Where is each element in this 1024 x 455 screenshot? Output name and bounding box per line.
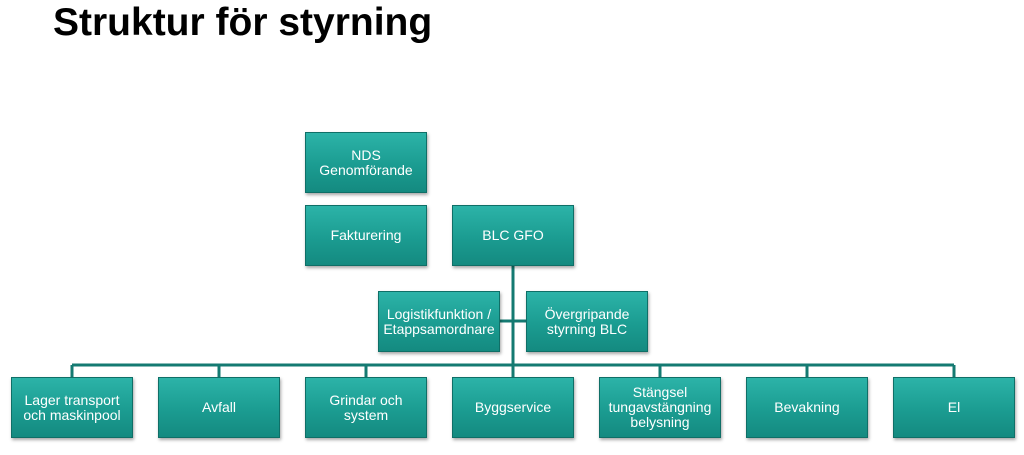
node-label: Övergripande styrning BLC [544,305,630,337]
node-fakturering: Fakturering [305,205,427,266]
node-logistikfunktion: Logistikfunktion / Etappsamordnare [378,291,500,352]
node-blc-gfo: BLC GFO [452,205,574,266]
node-byggservice: Byggservice [452,377,574,438]
node-label: Fakturering [330,227,402,243]
node-label: Bevakning [774,399,840,415]
page-title: Struktur för styrning [53,1,433,44]
node-label: Byggservice [474,399,552,415]
node-label: Avfall [202,399,236,415]
node-label: El [947,399,961,415]
node-nds-genomforande: NDS Genomförande [305,132,427,193]
node-lager-transport: Lager transport och maskinpool [11,377,133,438]
node-label: BLC GFO [482,227,544,243]
node-label: Grindar och system [329,391,403,423]
node-label: NDS Genomförande [319,146,413,178]
node-grindar-system: Grindar och system [305,377,427,438]
node-label: Logistikfunktion / Etappsamordnare [383,305,495,337]
node-overgripande-styrning: Övergripande styrning BLC [526,291,648,352]
node-stangsel: Stängsel tungavstängning belysning [599,377,721,438]
node-label: Stängsel tungavstängning belysning [608,384,712,430]
node-label: Lager transport och maskinpool [23,391,121,423]
node-avfall: Avfall [158,377,280,438]
node-bevakning: Bevakning [746,377,868,438]
node-el: El [893,377,1015,438]
